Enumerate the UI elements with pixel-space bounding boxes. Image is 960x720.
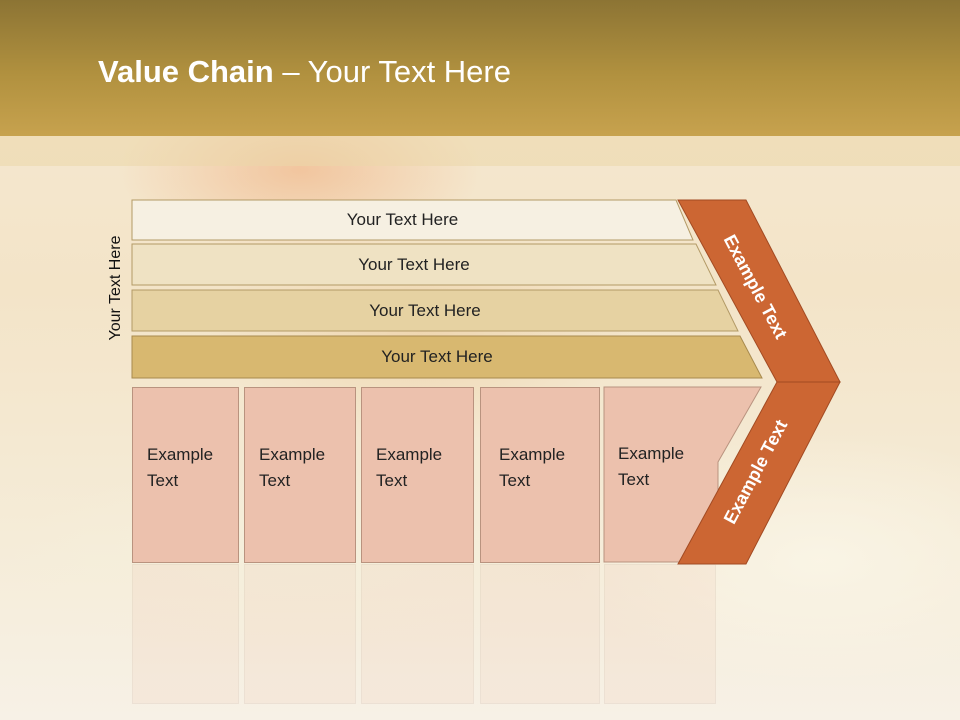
row-2-label: Your Text Here xyxy=(358,254,470,274)
box-1-line1: Example xyxy=(147,445,214,464)
example-box-3: Example Text xyxy=(361,387,474,563)
title-rest: – Your Text Here xyxy=(273,54,511,89)
box-1-line2: Text xyxy=(147,471,179,490)
box-2-line1: Example xyxy=(259,445,326,464)
banner-strip xyxy=(0,136,960,166)
box-5-line2: Text xyxy=(618,470,650,489)
row-3-shape xyxy=(131,289,739,332)
row-4-label: Your Text Here xyxy=(381,347,493,366)
example-box-5: Example Text xyxy=(604,387,716,563)
row-4-shape xyxy=(131,335,763,379)
box-2-line2: Text xyxy=(259,471,291,490)
row-1-shape xyxy=(131,199,694,241)
row-2: Your Text Here xyxy=(132,244,716,285)
box-5-line1: Example xyxy=(618,444,685,463)
row-3-label: Your Text Here xyxy=(369,300,481,320)
example-box-1: Example Text xyxy=(132,387,239,563)
box-3-line2: Text xyxy=(376,471,408,490)
title-bold: Value Chain xyxy=(98,54,274,89)
example-box-2: Example Text xyxy=(244,387,356,563)
example-box-4: Example Text xyxy=(480,387,600,563)
chevron-arrow-bottom xyxy=(677,381,841,565)
box-4-line1: Example xyxy=(499,445,566,464)
row-4: Your Text Here xyxy=(132,336,762,378)
slide-title: Value Chain – Your Text Here xyxy=(98,54,511,90)
box-3-line1: Example xyxy=(376,445,443,464)
row-2-shape xyxy=(131,243,717,286)
row-1-label: Your Text Here xyxy=(346,210,459,229)
row-3: Your Text Here xyxy=(132,290,738,331)
box-4-line2: Text xyxy=(499,471,531,490)
row-1: Your Text Here xyxy=(132,200,693,240)
title-banner xyxy=(0,0,960,136)
